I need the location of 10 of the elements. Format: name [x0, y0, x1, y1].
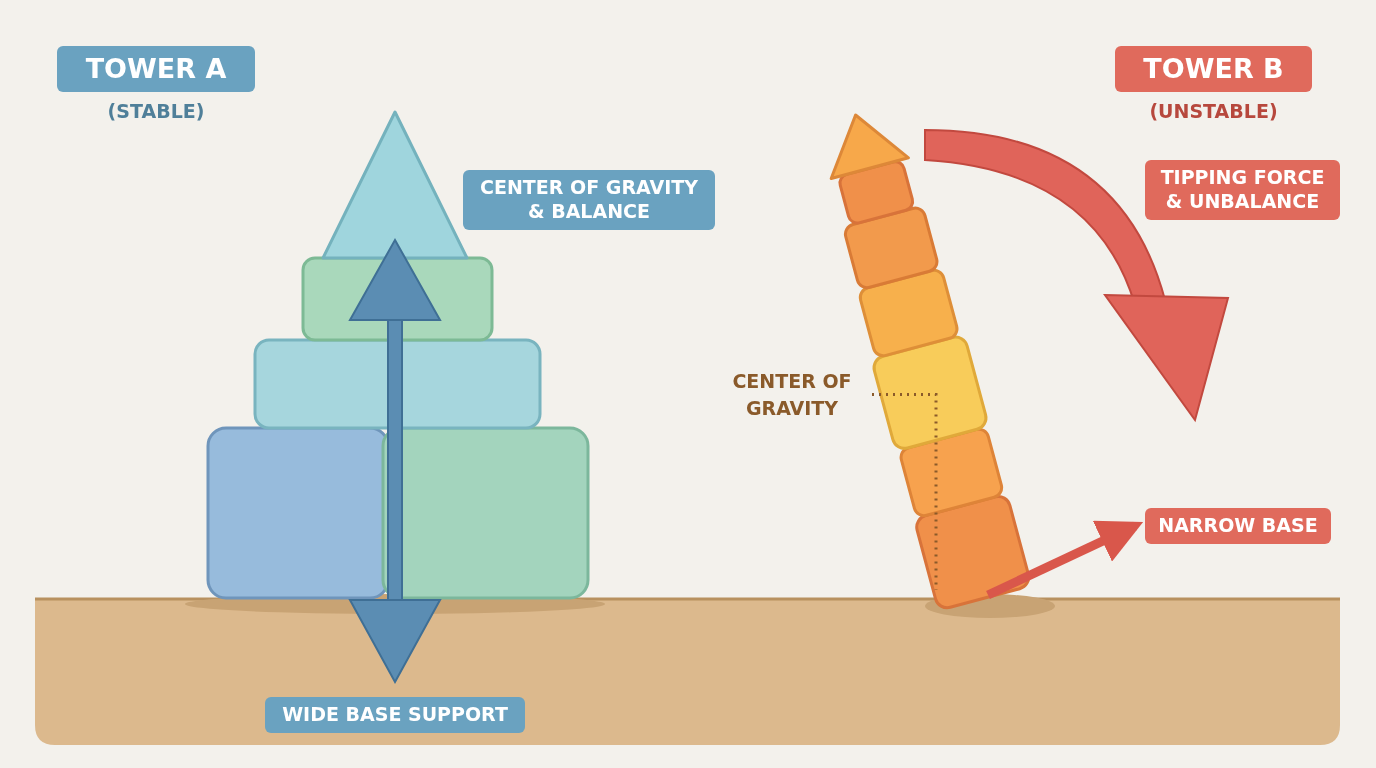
- caption-badge: NARROW BASE: [1145, 508, 1331, 544]
- heading-badge: TOWER B: [1115, 46, 1312, 92]
- caption-badge: WIDE BASE SUPPORT: [265, 697, 525, 733]
- callout-text: CENTER OF GRAVITY: [731, 369, 853, 421]
- caption-badge: CENTER OF GRAVITY & BALANCE: [463, 170, 715, 230]
- heading-badge: TOWER A: [57, 46, 255, 92]
- caption-badge: TIPPING FORCE & UNBALANCE: [1145, 160, 1340, 220]
- arrow: [986, 520, 1144, 600]
- subtitle: (STABLE): [107, 99, 205, 122]
- subtitle: (UNSTABLE): [1149, 99, 1278, 122]
